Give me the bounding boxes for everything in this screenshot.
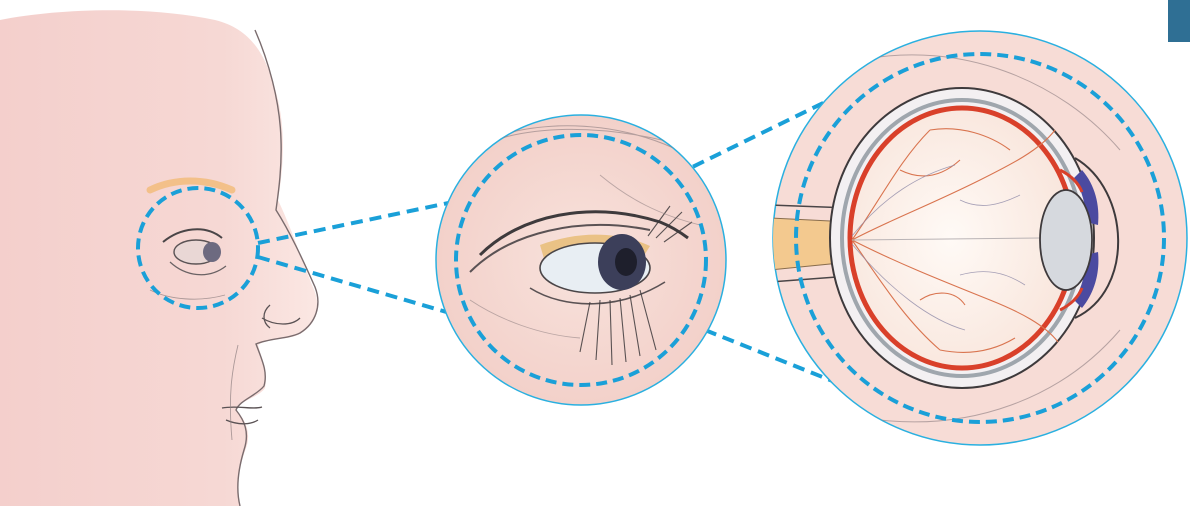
face-skin	[0, 10, 317, 506]
face-profile	[0, 10, 318, 506]
profile-iris	[203, 242, 221, 262]
eyeball-cross-section-panel	[770, 31, 1187, 445]
closeup-pupil	[615, 248, 637, 276]
corner-tab	[1168, 0, 1190, 42]
lens	[1040, 190, 1092, 290]
eye-closeup-panel	[436, 115, 726, 405]
